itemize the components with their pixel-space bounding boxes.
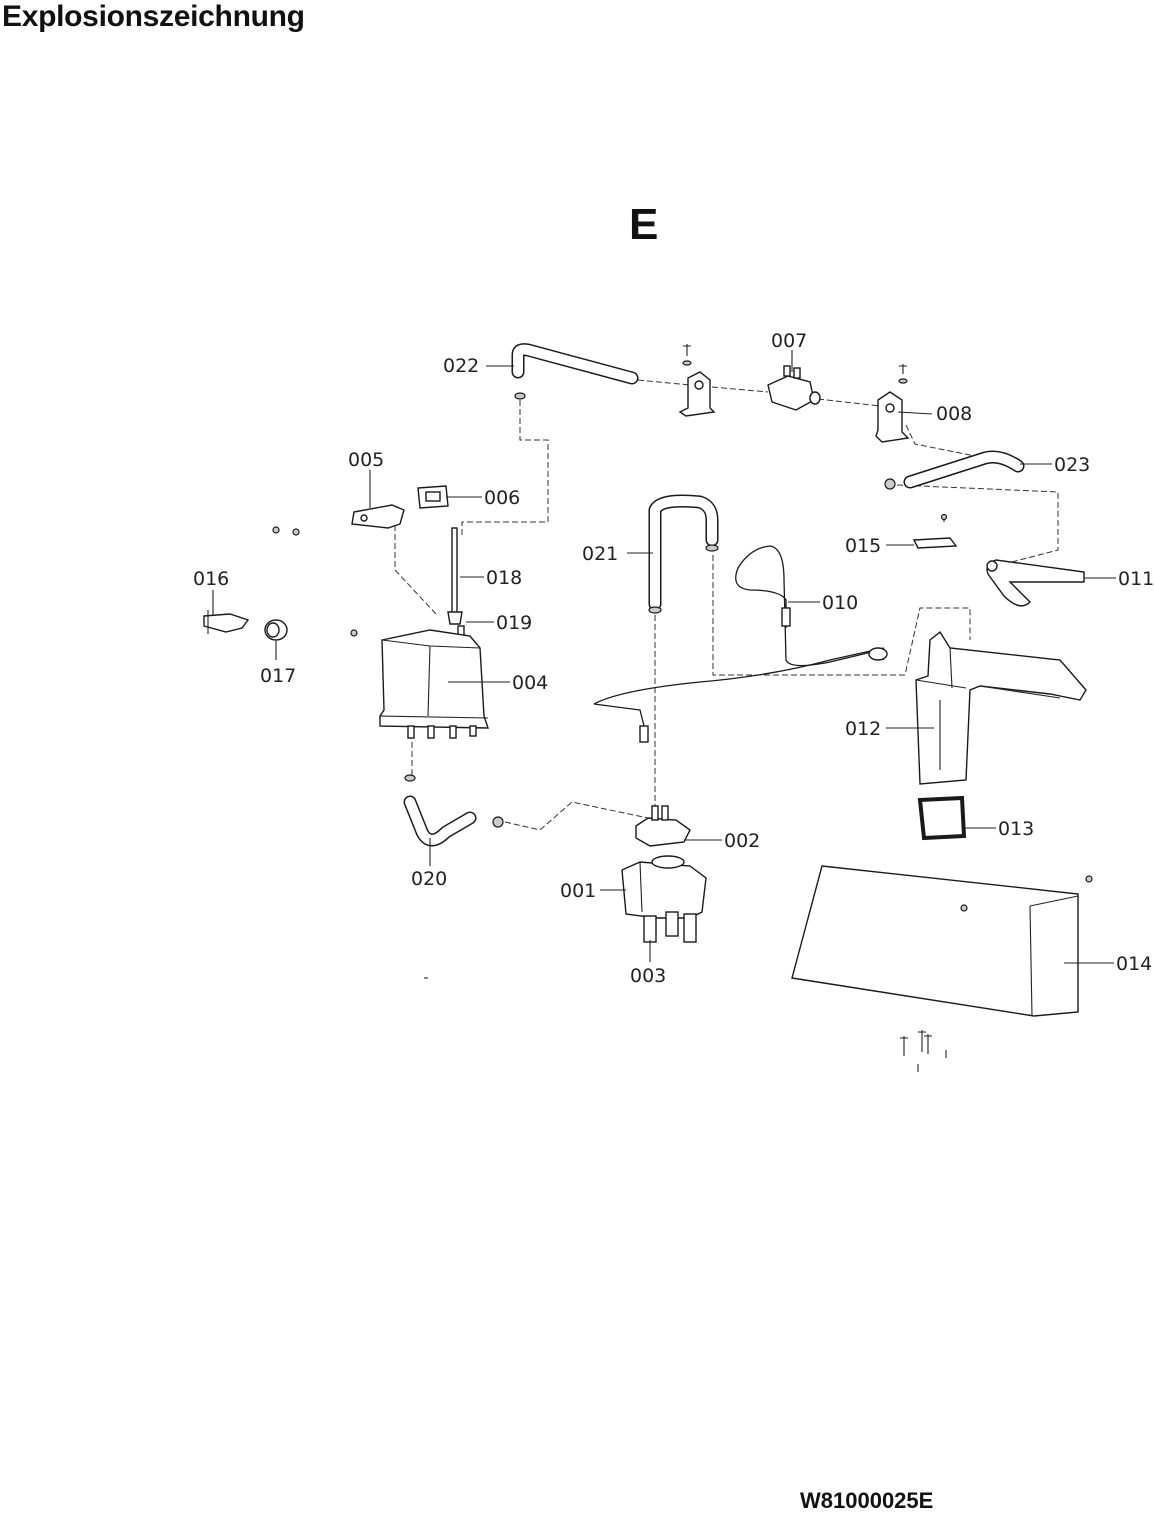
part-023-hose [884, 450, 1025, 490]
label-016: 016 [193, 568, 229, 590]
part-011-nozzle [986, 559, 1085, 607]
part-labels: 022 007 008 023 005 006 018 019 016 017 … [193, 330, 1154, 987]
label-015: 015 [845, 535, 881, 557]
part-006-gasket [417, 485, 449, 509]
label-005: 005 [348, 449, 384, 471]
label-018: 018 [486, 567, 522, 589]
part-008-bracket [875, 364, 910, 443]
part-007-valve [767, 365, 821, 411]
label-022: 020 [411, 868, 447, 890]
part-017-ring [264, 619, 288, 641]
part-001-pump [621, 855, 707, 919]
part-016-connector [203, 610, 250, 634]
label-001: 001 [560, 880, 596, 902]
label-023: 023 [1054, 454, 1090, 476]
part-020-hose [511, 343, 639, 400]
part-005-bracket [351, 504, 405, 529]
part-010-wiring [593, 545, 888, 743]
label-014: 014 [1116, 953, 1152, 975]
label-002: 002 [724, 830, 760, 852]
part-014-cover [791, 865, 1093, 1017]
label-013: 013 [998, 818, 1034, 840]
part-015-clip [912, 513, 958, 549]
label-019: 019 [496, 612, 532, 634]
label-004: 004 [512, 672, 548, 694]
label-012: 012 [845, 718, 881, 740]
label-020: 022 [443, 355, 479, 377]
cover-screws [900, 1030, 947, 1072]
part-022-hose [403, 774, 504, 847]
label-008: 008 [936, 403, 972, 425]
part-007-bracket-left [678, 344, 716, 417]
part-004-tank [379, 629, 489, 739]
loose-screws-left [272, 526, 358, 637]
part-018-rod [451, 527, 458, 615]
label-021: 021 [582, 543, 618, 565]
assembly-lines [394, 379, 1059, 831]
label-010: 010 [822, 592, 858, 614]
section-letter: E [629, 200, 659, 249]
leader-lines [212, 350, 1116, 979]
part-012-housing [915, 630, 1087, 785]
part-002-pressure-switch [635, 805, 691, 847]
label-006: 006 [484, 487, 520, 509]
part-003-connectors [643, 911, 697, 943]
label-011: 011 [1118, 568, 1154, 590]
part-013-seal [917, 795, 967, 841]
label-003: 003 [630, 965, 666, 987]
label-007: 007 [771, 330, 807, 352]
document-code: W81000025E [800, 1488, 934, 1513]
label-017: 017 [260, 665, 296, 687]
part-021-hose [648, 494, 719, 614]
page-title: Explosionszeichnung [2, 0, 305, 33]
